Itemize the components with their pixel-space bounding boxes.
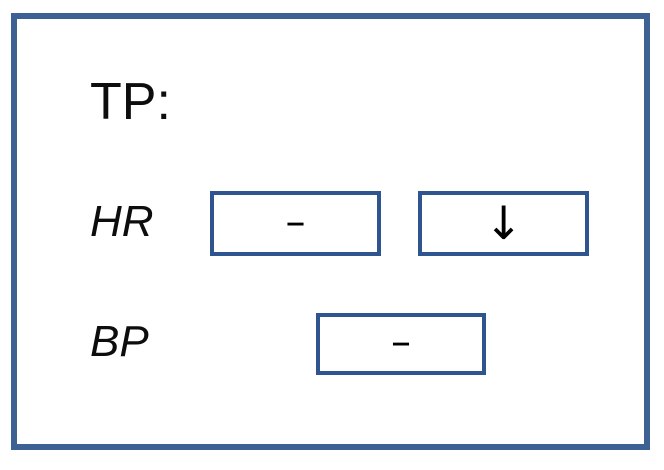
page-title: TP: — [90, 73, 171, 131]
arrow-down-icon: ↓ — [484, 195, 523, 250]
dash-icon: – — [285, 198, 306, 245]
hr-value-box-1[interactable]: – — [210, 191, 381, 256]
slide-frame: TP: HR – ↓ BP – — [11, 13, 650, 450]
row-label-bp: BP — [90, 317, 149, 366]
bp-value-box-1[interactable]: – — [316, 313, 486, 375]
row-label-hr: HR — [90, 197, 154, 246]
dash-icon: – — [391, 319, 411, 365]
hr-value-box-2[interactable]: ↓ — [418, 191, 589, 256]
